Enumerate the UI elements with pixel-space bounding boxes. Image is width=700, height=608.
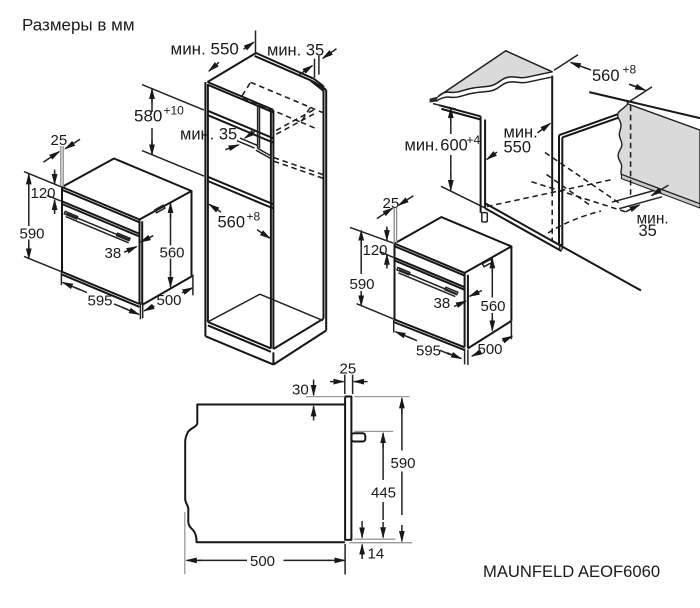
svg-text:560: 560 [218, 214, 246, 232]
svg-text:35: 35 [639, 222, 657, 240]
svg-text:30: 30 [292, 382, 309, 399]
svg-text:25: 25 [51, 132, 68, 149]
svg-text:мин.: мин. [637, 211, 669, 228]
svg-text:550: 550 [504, 139, 532, 157]
svg-text:600: 600 [440, 137, 468, 155]
svg-text:Размеры в мм: Размеры в мм [22, 16, 135, 35]
svg-text:590: 590 [391, 455, 416, 472]
svg-text:500: 500 [250, 553, 275, 570]
svg-text:580: 580 [134, 107, 162, 126]
svg-text:+10: +10 [164, 104, 185, 118]
svg-text:500: 500 [157, 292, 182, 309]
svg-text:595: 595 [416, 343, 441, 360]
svg-text:560: 560 [481, 298, 506, 315]
svg-text:MAUNFELD AEOF6060: MAUNFELD AEOF6060 [483, 562, 660, 581]
svg-text:мин. 35: мин. 35 [267, 42, 324, 60]
svg-text:+4: +4 [467, 133, 481, 147]
svg-text:560: 560 [592, 67, 620, 85]
svg-text:25: 25 [340, 361, 357, 378]
svg-text:38: 38 [434, 295, 451, 312]
svg-text:мин. 550: мин. 550 [171, 40, 239, 59]
svg-text:445: 445 [371, 485, 396, 502]
svg-text:+8: +8 [623, 63, 637, 77]
svg-text:120: 120 [31, 185, 56, 202]
svg-text:590: 590 [20, 226, 45, 243]
svg-text:590: 590 [350, 276, 375, 293]
svg-text:мин.: мин. [405, 137, 439, 155]
svg-text:14: 14 [368, 546, 385, 563]
svg-text:500: 500 [478, 341, 503, 358]
svg-text:560: 560 [160, 245, 185, 262]
svg-text:мин.: мин. [504, 124, 538, 142]
svg-text:595: 595 [88, 293, 113, 310]
svg-text:+8: +8 [247, 210, 261, 224]
svg-text:38: 38 [105, 245, 122, 262]
svg-text:120: 120 [363, 242, 388, 259]
